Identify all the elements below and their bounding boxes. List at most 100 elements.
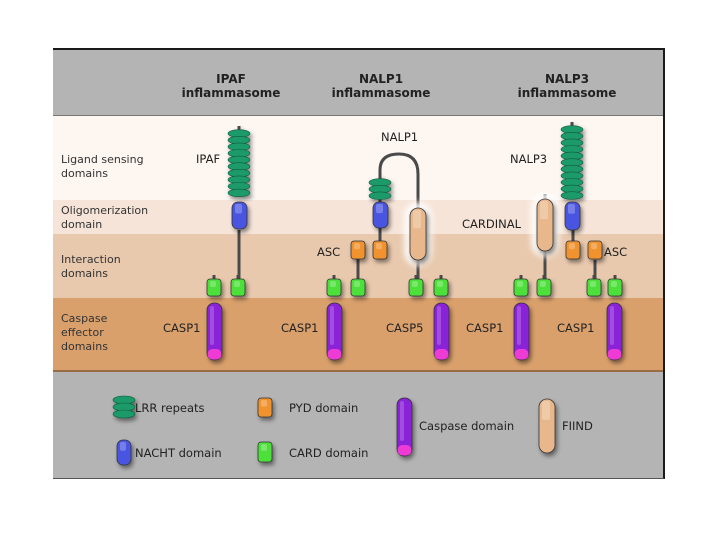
row-label-caspase-line1: Caspase: [61, 312, 108, 325]
legend-label-lrr: LRR repeats: [135, 401, 205, 415]
ipaf-nacht-icon: [231, 201, 248, 230]
lrr-disc: [227, 188, 251, 197]
asc-card-icon-highlight: [354, 281, 360, 287]
row-label-interaction: Interaction domains: [61, 253, 121, 281]
cardinal-card-icon-highlight: [540, 281, 546, 287]
ipaf-nacht-icon-highlight: [235, 204, 242, 214]
asc-pyd-icon: [587, 240, 603, 260]
cardinal-fiind-icon: [536, 198, 554, 252]
lrr-disc: [560, 191, 584, 200]
nalp1-pyd-icon: [372, 240, 388, 260]
cardinal-card-icon: [536, 278, 552, 297]
nalp3-pyd-icon-highlight: [569, 243, 575, 250]
ipaf-lrr-icon: [227, 126, 251, 197]
nalp1-fiind-icon-highlight: [413, 210, 421, 229]
legend-label-pyd: PYD domain: [289, 401, 359, 415]
nalp1-nacht-icon-highlight: [376, 204, 383, 214]
nalp3-nacht-icon: [564, 201, 581, 231]
caspase-highlight: [610, 306, 614, 345]
caspase-tip: [607, 349, 622, 360]
nalp1-casp1-icon: [326, 302, 343, 361]
casp1-card-icon: [326, 278, 342, 297]
asc-pyd-icon-highlight: [354, 243, 360, 250]
oligomerization-band: [53, 200, 663, 234]
legend-band: [53, 372, 663, 478]
ipaf-casp1-icon: [206, 302, 223, 361]
legend-pyd-icon-highlight: [261, 400, 267, 407]
ipaf-card-icon: [230, 278, 246, 297]
caspase-tip: [207, 349, 222, 360]
caspase-tip: [514, 349, 529, 360]
lrr-disc: [112, 409, 136, 419]
asc-card-icon-highlight: [590, 281, 596, 287]
label-casp5-nalp1: CASP5: [386, 321, 424, 335]
header-nalp3-line2: inflammasome: [517, 86, 617, 100]
caspase-highlight: [330, 306, 334, 345]
ipaf-card-icon-highlight: [234, 281, 240, 287]
caspase-tip: [434, 349, 449, 360]
legend-caspase-icon: [396, 397, 413, 457]
row-label-oligomer: Oligomerization domain: [61, 204, 148, 232]
row-label-ligand-line1: Ligand sensing: [61, 153, 144, 166]
nalp3-nacht-icon-highlight: [568, 204, 575, 214]
lrr-disc: [368, 191, 392, 200]
label-casp1-nalp3-a: CASP1: [466, 321, 504, 335]
label-cardinal: CARDINAL: [462, 217, 522, 231]
inflammasome-diagram: IPAF inflammasome NALP1 inflammasome NAL…: [53, 48, 665, 479]
casp1-card-icon-highlight: [517, 281, 523, 287]
nalp1-casp5-icon: [433, 302, 450, 361]
casp1-card-icon-highlight: [611, 281, 617, 287]
legend-pyd-icon: [257, 397, 273, 418]
casp1-card-icon-highlight: [330, 281, 336, 287]
nalp1-loop-linker: [378, 152, 420, 280]
asc-pyd-icon-highlight: [591, 243, 597, 250]
nalp1-nacht-icon: [372, 201, 389, 229]
header-ipaf: IPAF inflammasome: [171, 72, 291, 100]
legend-lrr-icon: [112, 395, 136, 419]
row-label-ligand: Ligand sensing domains: [61, 153, 144, 181]
label-casp1-ipaf: CASP1: [163, 321, 201, 335]
row-label-caspase-line3: domains: [61, 340, 108, 353]
cardinal-fiind-icon-highlight: [540, 201, 548, 220]
casp1-card-icon: [513, 278, 529, 297]
row-label-caspase-line2: effector: [61, 326, 104, 339]
legend-label-caspase: Caspase domain: [419, 419, 515, 433]
casp1-card-icon-highlight: [210, 281, 216, 287]
label-casp1-nalp3-b: CASP1: [557, 321, 595, 335]
row-label-interaction-line2: domains: [61, 267, 108, 280]
domain-shapes: [112, 122, 623, 466]
label-asc-nalp3: ASC: [604, 245, 628, 259]
header-band: [53, 50, 663, 116]
legend-nacht-icon-highlight: [120, 442, 126, 451]
header-nalp3-line1: NALP3: [544, 72, 590, 86]
legend-card-icon-highlight: [261, 444, 267, 451]
nalp3-lrr-icon: [560, 122, 584, 200]
header-nalp1-line1: NALP1: [358, 72, 404, 86]
legend-nacht-icon: [116, 439, 132, 466]
row-label-oligomer-line1: Oligomerization: [61, 204, 149, 217]
caspase-highlight: [400, 401, 404, 441]
header-ipaf-line1: IPAF: [216, 72, 246, 86]
label-ipaf: IPAF: [196, 152, 221, 166]
caspase-highlight: [210, 306, 214, 345]
header-nalp1: NALP1 inflammasome: [321, 72, 441, 100]
caspase-highlight: [437, 306, 441, 345]
asc-card-icon: [586, 278, 602, 297]
nalp1-fiind-icon: [409, 207, 427, 261]
nalp3-pyd-icon: [565, 240, 581, 260]
nalp1-card-icon-highlight: [412, 281, 418, 287]
row-label-oligomer-line2: domain: [61, 218, 103, 231]
caspase-highlight: [517, 306, 521, 345]
legend-fiind-icon-highlight: [542, 401, 550, 420]
label-asc-nalp1: ASC: [317, 245, 341, 259]
nalp1-lrr-icon: [368, 175, 392, 200]
row-label-caspase: Caspase effector domains: [61, 312, 108, 354]
label-nalp3: NALP3: [510, 152, 548, 166]
caspase-tip: [397, 445, 412, 456]
casp1-card-icon: [607, 278, 623, 297]
label-nalp1: NALP1: [381, 130, 419, 144]
caspase-tip: [327, 349, 342, 360]
header-nalp1-line2: inflammasome: [331, 86, 431, 100]
casp1-card-icon: [206, 278, 222, 297]
label-casp1-nalp1: CASP1: [281, 321, 319, 335]
